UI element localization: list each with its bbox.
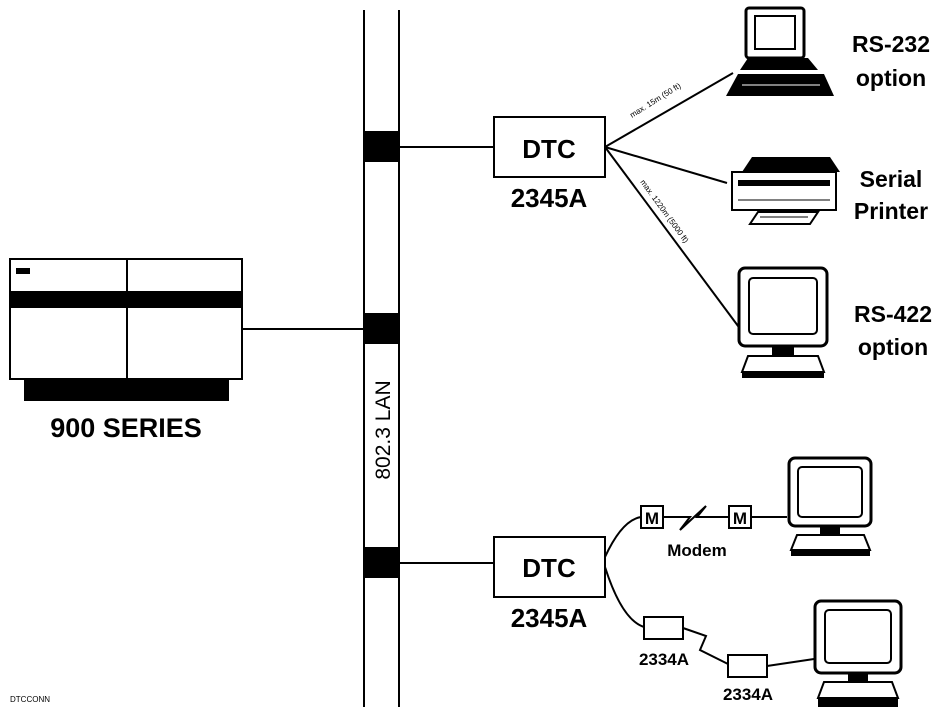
lan-backbone: 802.3 LAN bbox=[364, 10, 399, 707]
cable-rs422 bbox=[605, 147, 741, 330]
cable-printer bbox=[605, 147, 727, 183]
cable-2334a bbox=[605, 567, 644, 627]
dtc-top-title: DTC bbox=[522, 134, 576, 164]
cable-rs422-label: max. 1220m (5000 ft) bbox=[638, 178, 690, 245]
dtc-bottom-title: DTC bbox=[522, 553, 576, 583]
modem-right-glyph: M bbox=[733, 509, 747, 528]
modem-terminal-icon bbox=[789, 458, 871, 556]
cable-modem bbox=[605, 517, 641, 557]
rs232-line1: RS-232 bbox=[852, 31, 930, 57]
mux-right-box bbox=[728, 655, 767, 677]
rs422-terminal-icon bbox=[739, 268, 827, 378]
cable-rs232-label: max. 15m (50 ft) bbox=[628, 81, 682, 120]
dtc-top-model: 2345A bbox=[511, 183, 588, 213]
modem-left-glyph: M bbox=[645, 509, 659, 528]
host-label: 900 SERIES bbox=[50, 413, 202, 443]
cable-rs232 bbox=[605, 73, 733, 147]
mux-terminal-link bbox=[767, 659, 814, 666]
rs422-line1: RS-422 bbox=[854, 301, 932, 327]
host-computer bbox=[10, 259, 242, 401]
rs232-line2: option bbox=[856, 65, 926, 91]
mux-left-box bbox=[644, 617, 683, 639]
lan-label: 802.3 LAN bbox=[372, 380, 395, 479]
serial-printer-icon bbox=[732, 157, 840, 224]
rs232-terminal-icon bbox=[726, 8, 834, 96]
host-badge-icon bbox=[16, 268, 30, 274]
lan-tap-bottom bbox=[364, 547, 399, 578]
lan-tap-top bbox=[364, 131, 399, 162]
mux-left-label: 2334A bbox=[639, 650, 689, 669]
mux-lightning-link bbox=[683, 628, 728, 664]
printer-line2: Printer bbox=[854, 198, 928, 224]
lan-tap-middle bbox=[364, 313, 399, 344]
mux-right-label: 2334A bbox=[723, 685, 773, 704]
dtc-bottom-model: 2345A bbox=[511, 603, 588, 633]
rs422-line2: option bbox=[858, 334, 928, 360]
figure-id: DTCCONN bbox=[10, 695, 50, 704]
printer-line1: Serial bbox=[860, 166, 923, 192]
mux-terminal-icon bbox=[815, 601, 901, 707]
modem-lightning-link bbox=[663, 506, 729, 530]
modem-label: Modem bbox=[667, 541, 727, 560]
